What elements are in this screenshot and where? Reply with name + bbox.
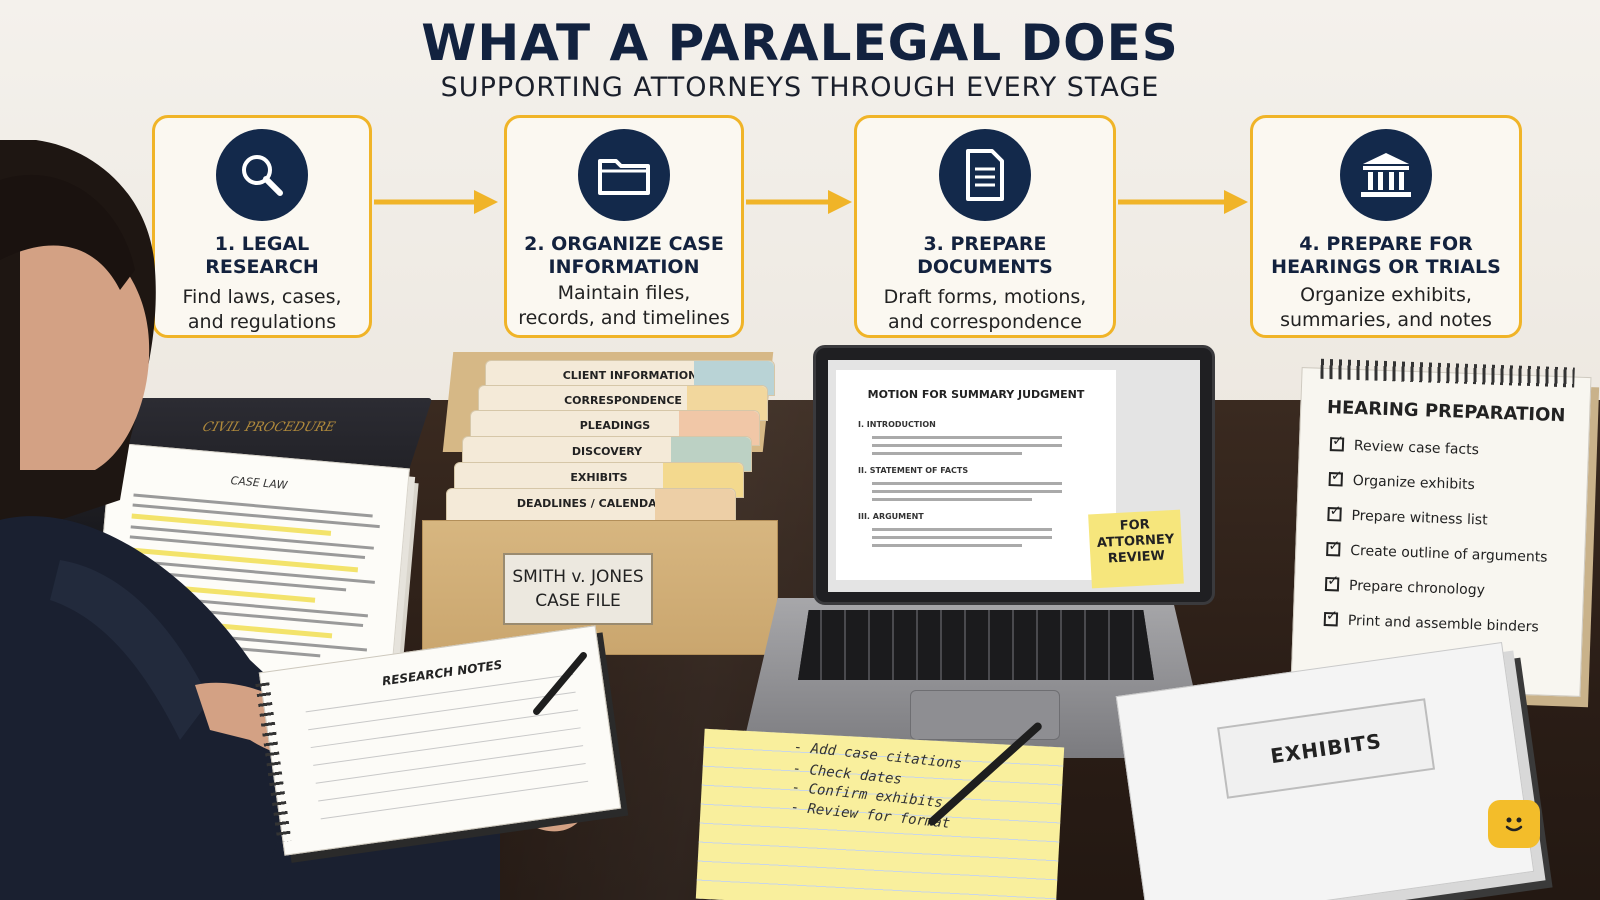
ruled-line bbox=[320, 780, 589, 820]
courthouse-icon bbox=[1340, 129, 1432, 221]
step-description: Find laws, cases, and regulations bbox=[155, 285, 369, 335]
checklist-label: Organize exhibits bbox=[1352, 472, 1476, 494]
case-file-label: SMITH v. JONES CASE FILE bbox=[503, 553, 653, 625]
text-line bbox=[872, 452, 1022, 455]
step-description: Draft forms, motions, and correspondence bbox=[857, 285, 1113, 335]
page-title: WHAT A PARALEGAL DOES bbox=[421, 14, 1179, 72]
checkbox-icon bbox=[1326, 542, 1341, 557]
magnifier-icon bbox=[216, 129, 308, 221]
arrow-icon bbox=[746, 190, 852, 214]
section-heading: III. ARGUMENT bbox=[858, 512, 924, 521]
text-line bbox=[872, 528, 1052, 531]
checklist-item: Print and assemble binders bbox=[1323, 611, 1539, 636]
step-title: 2. ORGANIZE CASE INFORMATION bbox=[507, 233, 741, 279]
step-title-line: HEARINGS OR TRIALS bbox=[1271, 256, 1501, 278]
text-line bbox=[872, 536, 1052, 539]
step-desc-line: summaries, and notes bbox=[1280, 309, 1492, 331]
laptop-screen: MOTION FOR SUMMARY JUDGMENT I. INTRODUCT… bbox=[813, 345, 1215, 605]
tab-label: EXHIBITS bbox=[570, 471, 628, 484]
tab-label: DISCOVERY bbox=[571, 445, 643, 458]
tab-label: PLEADINGS bbox=[579, 419, 651, 432]
ruled-line bbox=[310, 709, 579, 749]
ruled-line bbox=[318, 762, 586, 802]
tab-label: DEADLINES / CALENDAR bbox=[516, 497, 666, 510]
step-desc-line: Organize exhibits, bbox=[1300, 284, 1472, 306]
step-prepare-for-hearings: 4. PREPARE FOR HEARINGS OR TRIALS Organi… bbox=[1250, 115, 1522, 338]
section-heading: II. STATEMENT OF FACTS bbox=[858, 466, 969, 475]
checkbox-icon bbox=[1324, 576, 1340, 592]
step-description: Organize exhibits, summaries, and notes bbox=[1253, 283, 1519, 333]
laptop-display: MOTION FOR SUMMARY JUDGMENT I. INTRODUCT… bbox=[828, 360, 1200, 592]
step-title-line: INFORMATION bbox=[548, 256, 700, 278]
checklist-item: Organize exhibits bbox=[1328, 472, 1475, 493]
arrow-icon bbox=[1118, 190, 1248, 214]
checklist-item: Prepare witness list bbox=[1327, 507, 1488, 529]
checklist-item: Review case facts bbox=[1329, 437, 1480, 459]
file-box-front: SMITH v. JONES CASE FILE bbox=[422, 520, 778, 655]
text-line bbox=[872, 490, 1062, 493]
step-legal-research: 1. LEGAL RESEARCH Find laws, cases, and … bbox=[152, 115, 372, 338]
case-file-text: CASE FILE bbox=[535, 591, 621, 611]
attorney-review-sticky-note: FOR ATTORNEY REVIEW bbox=[1088, 509, 1184, 589]
ruled-line bbox=[313, 727, 581, 766]
checklist-item: Prepare chronology bbox=[1324, 576, 1486, 599]
folder-icon bbox=[578, 129, 670, 221]
checkbox-icon bbox=[1328, 472, 1344, 487]
step-desc-line: and correspondence bbox=[888, 311, 1082, 333]
checklist-label: Prepare chronology bbox=[1348, 577, 1486, 599]
section-heading: I. INTRODUCTION bbox=[858, 420, 936, 429]
checklist-label: Review case facts bbox=[1353, 437, 1480, 459]
arrow-icon bbox=[374, 190, 498, 214]
step-prepare-documents: 3. PREPARE DOCUMENTS Draft forms, motion… bbox=[854, 115, 1116, 338]
text-line bbox=[872, 444, 1062, 447]
step-title-line: 2. ORGANIZE CASE bbox=[524, 233, 724, 255]
step-title: 3. PREPARE DOCUMENTS bbox=[917, 233, 1053, 278]
document-title: MOTION FOR SUMMARY JUDGMENT bbox=[867, 388, 1085, 401]
step-desc-line: Draft forms, motions, bbox=[883, 286, 1087, 308]
checkbox-icon bbox=[1327, 507, 1342, 522]
binder-label: EXHIBITS bbox=[1217, 698, 1436, 799]
step-desc-line: Maintain files, bbox=[557, 282, 691, 304]
case-name: SMITH v. JONES bbox=[512, 567, 644, 587]
checkbox-icon bbox=[1329, 437, 1345, 452]
tab-label: CORRESPONDENCE bbox=[564, 394, 682, 407]
ruled-line bbox=[315, 745, 584, 784]
laptop-touchpad bbox=[910, 690, 1060, 740]
checklist-label: Prepare witness list bbox=[1351, 507, 1488, 529]
assistant-smiley-icon[interactable] bbox=[1488, 800, 1540, 848]
step-desc-line: Find laws, cases, bbox=[182, 286, 342, 308]
step-desc-line: records, and timelines bbox=[518, 307, 730, 329]
page-subtitle: SUPPORTING ATTORNEYS THROUGH EVERY STAGE bbox=[440, 72, 1160, 103]
checklist-item: Create outline of arguments bbox=[1326, 542, 1548, 566]
step-desc-line: and regulations bbox=[187, 311, 337, 333]
text-line bbox=[872, 498, 1032, 501]
checkbox-icon bbox=[1323, 611, 1339, 627]
step-organize-case-information: 2. ORGANIZE CASE INFORMATION Maintain fi… bbox=[504, 115, 744, 338]
checklist-label: Print and assemble binders bbox=[1347, 612, 1539, 636]
text-line bbox=[872, 482, 1062, 485]
text-line bbox=[872, 544, 1022, 547]
tab-deadlines-calendar: DEADLINES / CALENDAR bbox=[446, 488, 736, 524]
step-title-line: 4. PREPARE FOR bbox=[1299, 233, 1473, 255]
step-title: 4. PREPARE FOR HEARINGS OR TRIALS bbox=[1253, 233, 1519, 279]
notes-title: RESEARCH NOTES bbox=[381, 657, 504, 689]
hearing-title: HEARING PREPARATION bbox=[1326, 396, 1566, 427]
checklist-label: Create outline of arguments bbox=[1350, 542, 1548, 566]
tab-color-stripe bbox=[655, 489, 735, 523]
step-title: 1. LEGAL RESEARCH bbox=[205, 233, 319, 278]
step-description: Maintain files, records, and timelines bbox=[507, 281, 741, 331]
tab-label: CLIENT INFORMATION bbox=[562, 369, 698, 382]
text-line bbox=[872, 436, 1062, 439]
laptop-keyboard bbox=[798, 610, 1154, 680]
hearing-preparation-notepad: HEARING PREPARATION Review case facts Or… bbox=[1290, 358, 1592, 697]
motion-document: MOTION FOR SUMMARY JUDGMENT I. INTRODUCT… bbox=[836, 370, 1116, 580]
document-icon bbox=[939, 129, 1031, 221]
